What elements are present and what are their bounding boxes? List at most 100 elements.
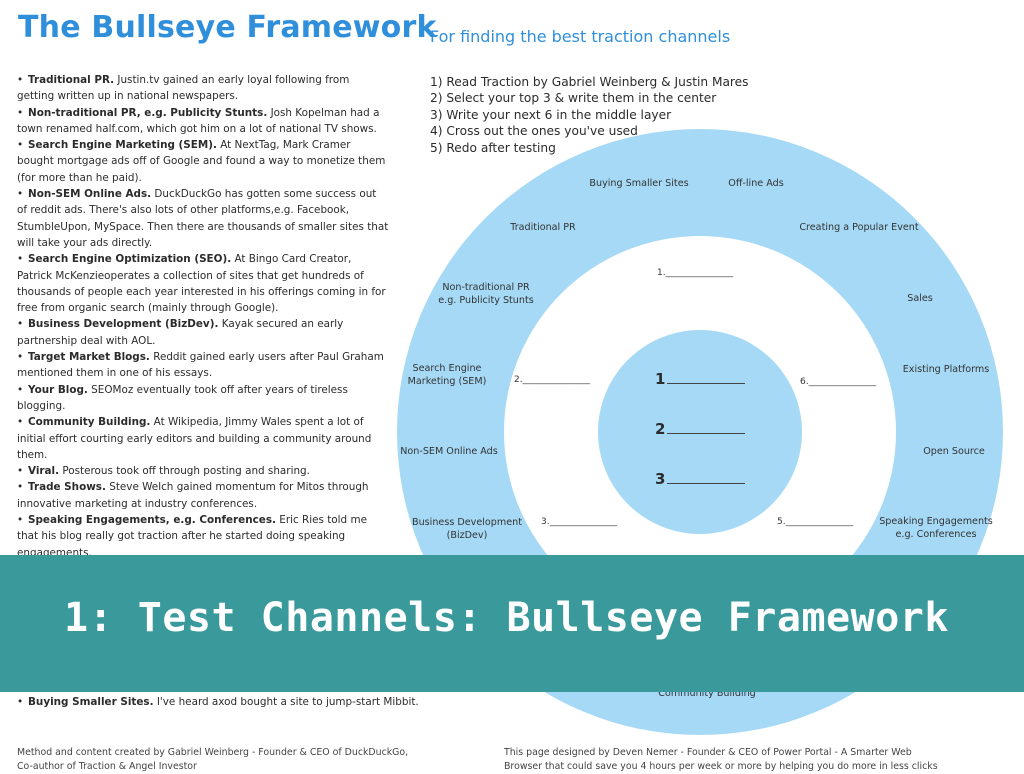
step-5: 5) Redo after testing (430, 140, 556, 155)
step-3: 3) Write your next 6 in the middle layer (430, 107, 672, 122)
page-title: The Bullseye Framework (18, 10, 437, 45)
label-sem-line2: Marketing (SEM) (407, 376, 487, 387)
channel-item: • Target Market Blogs. Reddit gained earl… (17, 349, 389, 382)
bullet-icon: • (17, 139, 24, 152)
channel-name: Target Market Blogs. (28, 351, 150, 364)
slide-banner: 1: Test Channels: Bullseye Framework (0, 555, 1024, 692)
step-1: 1) Read Traction by Gabriel Weinberg & J… (430, 75, 749, 89)
channel-description: Kayak secured an early partnership deal … (17, 318, 344, 347)
channel-item: • Business Development (BizDev). Kayak se… (17, 316, 389, 349)
channel-item: • Non-traditional PR, e.g. Publicity Stun… (17, 105, 389, 138)
footer-credit-right: This page designed by Deven Nemer - Foun… (504, 746, 938, 774)
label-bizdev-line1: Business Development (412, 517, 522, 528)
channel-description: At Wikipedia, Jimmy Wales spent a lot of… (17, 416, 372, 461)
channel-name: Search Engine Marketing (SEM). (28, 139, 217, 152)
core-slot-3-number: 3 (655, 470, 666, 488)
channel-name: Speaking Engagements, e.g. Conferences. (28, 514, 276, 527)
core-slot-1: 1 (655, 370, 746, 388)
label-speaking-engagements: Speaking Engagements e.g. Conferences (879, 515, 993, 541)
bullet-icon: • (17, 74, 24, 86)
bullet-icon: • (17, 318, 24, 331)
bullet-icon: • (17, 106, 24, 119)
bullet-icon: • (17, 383, 24, 396)
channel-description: DuckDuckGo has gotten some success out o… (17, 188, 389, 249)
label-speaking-line1: Speaking Engagements (879, 516, 993, 527)
page-subtitle: For finding the best traction channels (430, 27, 731, 46)
channel-item: • Traditional PR. Justin.tv gained an ear… (17, 72, 389, 105)
channel-description: I've heard axod bought a site to jump-st… (153, 696, 419, 708)
footer-left-line1: Method and content created by Gabriel We… (17, 747, 409, 758)
channel-name: Viral. (28, 465, 60, 478)
middle-slot-1: 1._______________ (657, 268, 734, 278)
channel-description: At Bingo Card Creator, Patrick McKenzieo… (17, 253, 386, 315)
channel-name: Search Engine Optimization (SEO). (28, 253, 232, 266)
label-community-building: Community Building (658, 688, 756, 699)
label-nontraditional-pr-line1: Non-traditional PR (442, 282, 530, 293)
channel-description: Posterous took off through posting and s… (59, 465, 310, 478)
label-nontraditional-pr: Non-traditional PR e.g. Publicity Stunts (438, 281, 533, 307)
bullet-icon: • (17, 465, 24, 478)
label-sem: Search Engine Marketing (SEM) (408, 362, 487, 388)
label-traditional-pr: Traditional PR (510, 222, 576, 233)
inner-core (598, 330, 802, 534)
channel-item: • Search Engine Marketing (SEM). At NextT… (17, 137, 389, 186)
label-bizdev-line2: (BizDev) (446, 530, 488, 541)
label-buying-smaller-sites: Buying Smaller Sites (589, 178, 689, 189)
middle-slot-2: 2._______________ (514, 375, 591, 385)
core-slot-3: 3 (655, 470, 746, 488)
footer-credit-left: Method and content created by Gabriel We… (17, 746, 408, 774)
channel-name: Traditional PR. (28, 74, 115, 86)
channel-item: • Search Engine Optimization (SEO). At Bi… (17, 251, 389, 316)
channel-description: Reddit gained early users after Paul Gra… (17, 351, 384, 380)
channel-item: • Trade Shows. Steve Welch gained momentu… (17, 479, 389, 512)
bullet-icon: • (17, 696, 24, 708)
channel-item: • Non-SEM Online Ads. DuckDuckGo has gott… (17, 186, 389, 251)
footer-right-line1: This page designed by Deven Nemer - Foun… (504, 747, 912, 758)
channel-description: Justin.tv gained an early loyal followin… (17, 74, 350, 103)
step-2: 2) Select your top 3 & write them in the… (430, 91, 717, 106)
channel-name: Business Development (BizDev). (28, 318, 219, 331)
bullet-icon: • (17, 253, 24, 266)
channel-name: Non-traditional PR, e.g. Publicity Stunt… (28, 106, 268, 119)
step-4: 4) Cross out the ones you've used (430, 124, 638, 139)
channel-description: SEOMoz eventually took off after years o… (17, 383, 348, 412)
middle-slot-3: 3._______________ (541, 517, 618, 527)
core-slot-1-number: 1 (655, 370, 666, 388)
label-open-source: Open Source (923, 446, 985, 457)
label-nontraditional-pr-line2: e.g. Publicity Stunts (438, 295, 534, 306)
channel-description: At NextTag, Mark Cramer bought mortgage … (17, 139, 386, 184)
core-slot-2-number: 2 (655, 420, 666, 438)
channel-name: Your Blog. (28, 383, 88, 396)
label-bizdev: Business Development (BizDev) (412, 516, 522, 542)
label-non-sem-ads: Non-SEM Online Ads (400, 446, 498, 457)
label-offline-ads: Off-line Ads (728, 178, 784, 189)
channel-name: Buying Smaller Sites. (28, 696, 154, 708)
bullet-icon: • (17, 481, 24, 494)
label-sales: Sales (907, 293, 933, 304)
core-slot-2: 2 (655, 420, 746, 438)
bullet-icon: • (17, 188, 24, 201)
channel-item: • Speaking Engagements, e.g. Conferences.… (17, 512, 389, 561)
channel-name: Non-SEM Online Ads. (28, 188, 152, 201)
banner-title: 1: Test Channels: Bullseye Framework (64, 595, 949, 641)
channel-description: Steve Welch gained momentum for Mitos th… (17, 481, 369, 510)
middle-slot-5: 5._______________ (777, 517, 854, 527)
channel-item: • Your Blog. SEOMoz eventually took off a… (17, 382, 389, 415)
bullet-icon: • (17, 351, 24, 364)
channel-item: • Viral. Posterous took off through posti… (17, 463, 389, 479)
channel-buying-smaller-sites: • Buying Smaller Sites. I've heard axod b… (17, 694, 419, 710)
label-sem-line1: Search Engine (412, 363, 482, 374)
footer-right-line2: Browser that could save you 4 hours per … (504, 761, 938, 772)
bullet-icon: • (17, 416, 24, 429)
footer-left-line2: Co-author of Traction & Angel Investor (17, 761, 197, 772)
channel-name: Community Building. (28, 416, 151, 429)
label-existing-platforms: Existing Platforms (902, 364, 990, 375)
label-popular-event: Creating a Popular Event (799, 222, 919, 233)
label-speaking-line2: e.g. Conferences (895, 529, 977, 540)
bullet-icon: • (17, 514, 24, 527)
instruction-steps: 1) Read Traction by Gabriel Weinberg & J… (430, 74, 749, 156)
channel-item: • Community Building. At Wikipedia, Jimmy… (17, 414, 389, 463)
channel-description: Josh Kopelman had a town renamed half.co… (17, 106, 380, 135)
channel-name: Trade Shows. (28, 481, 106, 494)
middle-slot-6: 6._______________ (800, 377, 877, 387)
